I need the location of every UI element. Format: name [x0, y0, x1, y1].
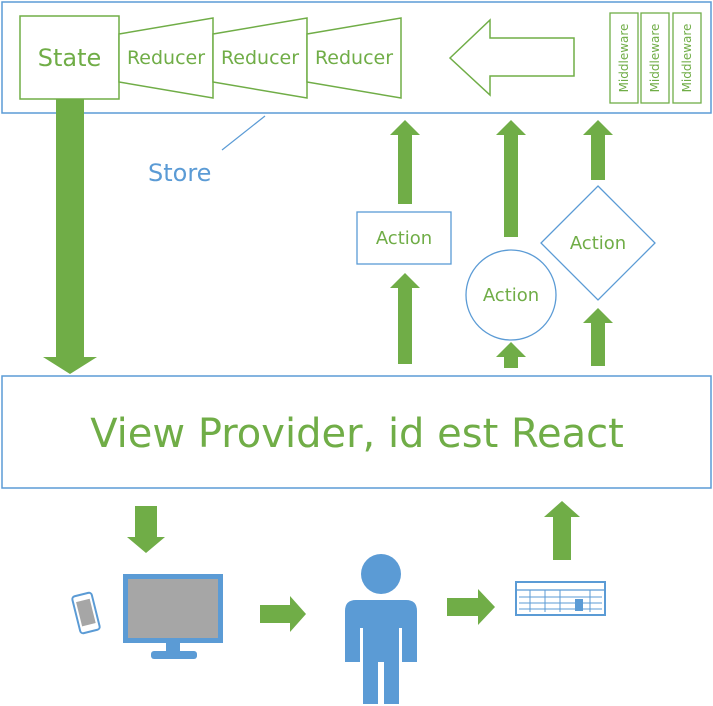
view-provider-box: View Provider, id est React [1, 375, 712, 489]
store-label: Store [148, 159, 211, 187]
action-diamond: Action [540, 185, 656, 301]
monitor-icon [123, 574, 223, 659]
action-circle: Action [465, 249, 557, 341]
action-circle-label: Action [483, 285, 539, 306]
middleware-1: Middleware [609, 12, 639, 104]
action-rect-to-store-arrow [390, 120, 420, 204]
action-diamond-label: Action [570, 233, 626, 254]
keyboard-to-view-arrow [544, 501, 580, 560]
middleware-to-reducer-arrow [448, 18, 575, 97]
state-to-view-arrow [43, 99, 97, 374]
action-diamond-to-store-arrow [583, 120, 613, 180]
middleware-1-label: Middleware [617, 24, 631, 93]
middleware-2: Middleware [640, 12, 670, 104]
phone-icon [71, 591, 101, 635]
middleware-3: Middleware [672, 12, 702, 104]
middleware-2-label: Middleware [648, 24, 662, 93]
action-rect: Action [356, 211, 452, 265]
state-label: State [38, 44, 102, 72]
store-callout-line [221, 115, 266, 151]
user-icon [345, 554, 417, 704]
view-to-action-rect-arrow [390, 273, 420, 364]
reducer-1: Reducer [118, 17, 214, 99]
view-provider-label: View Provider, id est React [90, 411, 624, 457]
state-box: State [19, 15, 120, 100]
view-to-action-diamond-arrow [583, 308, 613, 366]
reducer-3-label: Reducer [315, 47, 393, 69]
view-to-action-circle-arrow [496, 342, 526, 368]
action-circle-to-store-arrow [496, 120, 526, 237]
action-rect-label: Action [376, 228, 432, 249]
reducer-1-label: Reducer [127, 47, 205, 69]
middleware-3-label: Middleware [680, 24, 694, 93]
reducer-2-label: Reducer [221, 47, 299, 69]
user-to-keyboard-arrow [447, 589, 495, 625]
keyboard-icon [515, 581, 606, 616]
reducer-3: Reducer [306, 17, 402, 99]
view-to-screen-arrow [127, 506, 165, 553]
reducer-2: Reducer [212, 17, 308, 99]
screen-to-user-arrow [260, 596, 306, 632]
